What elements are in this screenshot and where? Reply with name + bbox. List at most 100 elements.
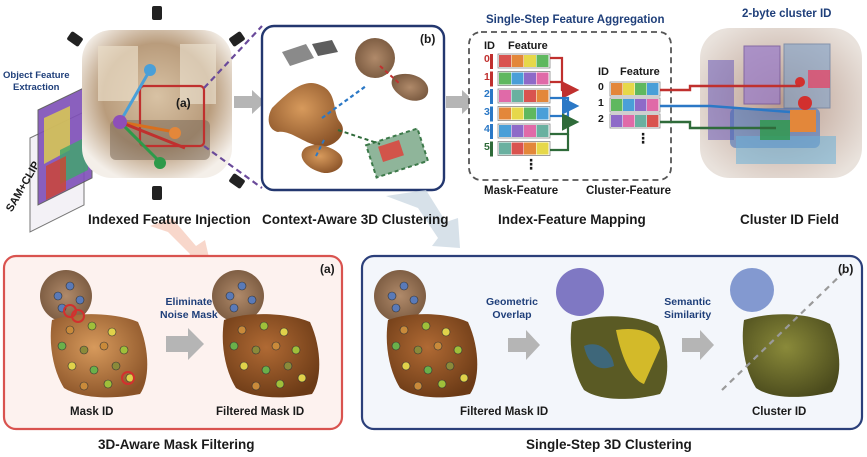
cluster-id-header: ID bbox=[598, 66, 609, 78]
mask-dots bbox=[387, 281, 469, 391]
mask-feature-label: Mask-Feature bbox=[484, 185, 559, 197]
mask-point bbox=[261, 365, 271, 375]
noise-mask-marker bbox=[121, 371, 135, 385]
mask-point bbox=[413, 381, 423, 391]
hint-arrow bbox=[386, 190, 460, 248]
mask-group-bar bbox=[490, 106, 493, 122]
mask-point bbox=[297, 373, 307, 383]
cluster-id-cell: 1 bbox=[598, 97, 604, 109]
mask-group-bar bbox=[490, 89, 493, 104]
context-aware-clustering-title: Context-Aware 3D Clustering bbox=[262, 212, 449, 227]
mask-group-bar bbox=[490, 71, 493, 87]
mask-id-header: ID bbox=[484, 40, 495, 52]
mask-point bbox=[433, 341, 443, 351]
mask-id-cell: 2 bbox=[484, 88, 490, 100]
mask-id-cell: 5 bbox=[484, 140, 490, 153]
mask-dots bbox=[53, 281, 307, 391]
mask-point bbox=[387, 291, 397, 301]
mask-id-cell: 1 bbox=[484, 70, 490, 83]
mask-point bbox=[79, 345, 89, 355]
mask-point bbox=[111, 361, 121, 371]
camera-icon bbox=[67, 31, 83, 47]
mask-group-bar bbox=[490, 54, 493, 69]
mask-filtering-title: 3D-Aware Mask Filtering bbox=[98, 437, 255, 452]
mask-point bbox=[391, 341, 401, 351]
cluster-id-field-title: Cluster ID Field bbox=[740, 212, 840, 227]
mask-point bbox=[399, 325, 409, 335]
object-feature-extraction-label: Object Feature Extraction bbox=[3, 70, 70, 93]
mask-point bbox=[57, 341, 67, 351]
mask-point bbox=[437, 379, 447, 389]
cluster-feature-label: Cluster-Feature bbox=[586, 185, 671, 197]
mask-point bbox=[409, 295, 419, 305]
single-step-aggregation-label: Single-Step Feature Aggregation bbox=[486, 14, 665, 26]
clustering-tag: (b) bbox=[838, 262, 854, 276]
mask-group-bar bbox=[490, 141, 493, 157]
mask-point bbox=[445, 361, 455, 371]
mask-id-cell: 4 bbox=[484, 123, 490, 135]
flow-arrow bbox=[166, 328, 204, 360]
flow-arrow bbox=[446, 90, 475, 114]
indexed-feature-injection-title: Indexed Feature Injection bbox=[88, 212, 251, 227]
camera-icon bbox=[229, 173, 245, 189]
region-a-box bbox=[138, 84, 206, 148]
mask-point bbox=[65, 281, 75, 291]
flow-arrow bbox=[682, 330, 714, 360]
camera-icon bbox=[229, 31, 245, 47]
mask-point bbox=[67, 361, 77, 371]
cluster-id-render bbox=[730, 268, 840, 397]
mask-ellipsis: ⋮ bbox=[524, 156, 538, 172]
mask-point bbox=[283, 361, 293, 371]
mask-point bbox=[441, 327, 451, 337]
filtered-mask-id-caption-right: Filtered Mask ID bbox=[460, 406, 549, 418]
mask-point bbox=[79, 381, 89, 391]
mask-point bbox=[459, 373, 469, 383]
cluster-id-field-render bbox=[700, 28, 862, 178]
cluster-id-cell: 0 bbox=[598, 81, 604, 93]
cluster-ellipsis: ⋮ bbox=[636, 130, 650, 146]
flow-arrow bbox=[234, 90, 265, 114]
mask-point bbox=[239, 361, 249, 371]
mask-point bbox=[247, 295, 257, 305]
mask-point bbox=[275, 379, 285, 389]
mask-point bbox=[413, 345, 423, 355]
mask-point bbox=[401, 361, 411, 371]
sam-clip-planes bbox=[29, 83, 93, 233]
mask-group-bar bbox=[490, 124, 493, 139]
mask-point bbox=[53, 291, 63, 301]
filtered-mask-render-right bbox=[374, 270, 478, 398]
mask-feature-table bbox=[490, 53, 551, 157]
hint-arrow bbox=[150, 218, 210, 262]
semantic-similarity-label: Semantic Similarity bbox=[664, 296, 712, 321]
noise-mask-marker bbox=[63, 304, 77, 318]
mask-point bbox=[453, 345, 463, 355]
mask-point bbox=[229, 303, 239, 313]
mask-point bbox=[107, 327, 117, 337]
mask-point bbox=[237, 281, 247, 291]
geometric-overlap-label: Geometric Overlap bbox=[486, 296, 538, 321]
two-byte-cluster-id-label: 2-byte cluster ID bbox=[742, 8, 832, 20]
mask-id-cell: 3 bbox=[484, 105, 490, 118]
cluster-id-cell: 2 bbox=[598, 113, 604, 125]
mask-point bbox=[225, 291, 235, 301]
mask-point bbox=[291, 345, 301, 355]
region-b-tag: (b) bbox=[420, 32, 436, 46]
mask-point bbox=[251, 345, 261, 355]
mask-point bbox=[399, 281, 409, 291]
clustering-fragments bbox=[268, 38, 430, 179]
mask-point bbox=[251, 381, 261, 391]
mask-point bbox=[119, 345, 129, 355]
mask-point bbox=[99, 341, 109, 351]
camera-icon bbox=[152, 186, 162, 200]
mask-point bbox=[75, 295, 85, 305]
mask-point bbox=[65, 325, 75, 335]
camera-icon bbox=[152, 6, 162, 20]
cluster-feature-table bbox=[609, 81, 661, 129]
mask-point bbox=[229, 341, 239, 351]
indexed-feature-injection-panel bbox=[29, 6, 245, 233]
cluster-id-caption: Cluster ID bbox=[752, 406, 807, 418]
filtered-mask-id-render bbox=[212, 270, 320, 398]
mask-point bbox=[279, 327, 289, 337]
mask-point bbox=[87, 321, 97, 331]
